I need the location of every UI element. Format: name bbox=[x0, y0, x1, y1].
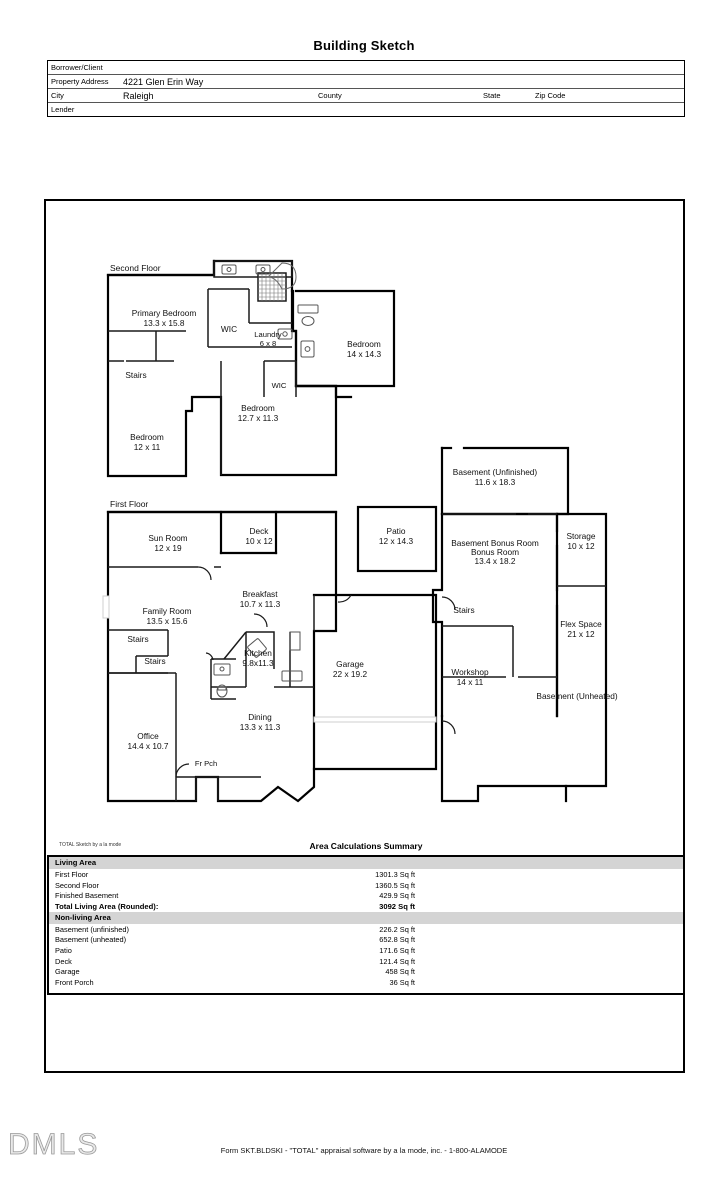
table-row: Patio 171.6 Sq ft bbox=[49, 945, 683, 956]
form-footer-text: Form SKT.BLDSKI - "TOTAL" appraisal soft… bbox=[220, 1146, 508, 1155]
table-row: Second Floor 1360.5 Sq ft bbox=[49, 880, 683, 891]
room-label-bedroom-14: Bedroom 14 x 14.3 bbox=[346, 339, 382, 359]
room-label-basement-unfinished: Basement (Unfinished) 11.6 x 18.3 bbox=[452, 467, 538, 487]
property-info-table: Borrower/Client Property Address 4221 Gl… bbox=[47, 60, 685, 117]
room-label-family-room: Family Room 13.5 x 15.6 bbox=[142, 606, 192, 626]
floorplan-linework bbox=[102, 259, 608, 803]
room-label-wic-primary: WIC bbox=[220, 324, 238, 334]
page-title: Building Sketch bbox=[313, 38, 415, 53]
table-row: Garage 458 Sq ft bbox=[49, 967, 683, 978]
row-label: First Floor bbox=[55, 869, 89, 879]
room-label-stairs-basement: Stairs bbox=[453, 605, 475, 615]
room-label-patio: Patio 12 x 14.3 bbox=[378, 526, 414, 546]
city-label: City bbox=[51, 91, 64, 100]
row-label: Second Floor bbox=[55, 880, 99, 890]
room-label-kitchen: Kitchen 9.8x11.3 bbox=[242, 648, 274, 668]
city-value[interactable]: Raleigh bbox=[123, 90, 154, 101]
lender-label: Lender bbox=[51, 105, 75, 114]
room-label-laundry: Laundry 6 x 8 bbox=[254, 330, 282, 348]
room-label-flex-space: Flex Space 21 x 12 bbox=[560, 619, 602, 639]
room-label-basement-bonus-room: Basement Bonus Room Bonus Room 13.4 x 18… bbox=[451, 538, 539, 567]
section-heading-living-area: Living Area bbox=[49, 857, 683, 869]
total-sketch-credit: TOTAL Sketch by a la mode bbox=[59, 842, 122, 848]
table-row: Lender bbox=[48, 103, 684, 116]
room-label-wic-hall: WIC bbox=[271, 381, 287, 390]
room-label-storage: Storage 10 x 12 bbox=[566, 531, 596, 551]
total-living-area-value: 3092 Sq ft bbox=[379, 901, 415, 911]
row-label: Finished Basement bbox=[55, 891, 119, 901]
room-label-primary-bedroom: Primary Bedroom 13.3 x 15.8 bbox=[131, 308, 197, 328]
table-row: Basement (unheated) 652.8 Sq ft bbox=[49, 934, 683, 945]
dmls-watermark: DMLS bbox=[8, 1128, 100, 1162]
row-label: Basement (unfinished) bbox=[55, 924, 129, 934]
room-label-garage: Garage 22 x 19.2 bbox=[332, 659, 368, 679]
county-label: County bbox=[318, 91, 342, 100]
table-row: Front Porch 36 Sq ft bbox=[49, 977, 683, 988]
table-row-total: Total Living Area (Rounded): 3092 Sq ft bbox=[49, 901, 683, 912]
table-row: Deck 121.4 Sq ft bbox=[49, 956, 683, 967]
state-label: State bbox=[483, 91, 501, 100]
row-value: 36 Sq ft bbox=[389, 978, 415, 988]
room-label-deck: Deck 10 x 12 bbox=[245, 526, 273, 546]
room-label-workshop: Workshop 14 x 11 bbox=[451, 667, 489, 687]
property-address-value[interactable]: 4221 Glen Erin Way bbox=[123, 76, 204, 87]
row-value: 652.8 Sq ft bbox=[379, 935, 415, 945]
row-value: 1360.5 Sq ft bbox=[375, 880, 415, 890]
row-label: Garage bbox=[55, 967, 80, 977]
row-label: Basement (unheated) bbox=[55, 935, 127, 945]
room-label-office: Office 14.4 x 10.7 bbox=[127, 731, 169, 751]
table-row: Finished Basement 429.9 Sq ft bbox=[49, 890, 683, 901]
table-row: Property Address 4221 Glen Erin Way bbox=[48, 75, 684, 89]
table-row: Basement (unfinished) 226.2 Sq ft bbox=[49, 924, 683, 935]
zip-code-label: Zip Code bbox=[535, 91, 566, 100]
row-label: Front Porch bbox=[55, 978, 94, 988]
area-calculations-title: Area Calculations Summary bbox=[309, 841, 423, 851]
row-value: 121.4 Sq ft bbox=[379, 956, 415, 966]
summary-header: TOTAL Sketch by a la mode Area Calculati… bbox=[47, 840, 685, 854]
area-calculations-summary-table: Living Area First Floor 1301.3 Sq ft Sec… bbox=[47, 855, 685, 995]
room-label-basement-unheated: Basement (Unheated) bbox=[536, 691, 618, 701]
room-label-stairs-second: Stairs bbox=[125, 370, 147, 380]
table-row: Borrower/Client bbox=[48, 61, 684, 75]
room-label-breakfast: Breakfast 10.7 x 11.3 bbox=[239, 589, 281, 609]
room-label-front-porch: Fr Pch bbox=[194, 759, 218, 768]
row-value: 429.9 Sq ft bbox=[379, 891, 415, 901]
row-label: Patio bbox=[55, 945, 72, 955]
row-value: 226.2 Sq ft bbox=[379, 924, 415, 934]
table-row: City Raleigh County State Zip Code bbox=[48, 89, 684, 103]
second-floor-caption: Second Floor bbox=[110, 263, 161, 273]
row-label: Deck bbox=[55, 956, 72, 966]
floor-plan-canvas: Second Floor First Floor Primary Bedroom… bbox=[46, 201, 683, 1071]
property-address-label: Property Address bbox=[51, 77, 109, 86]
total-living-area-label: Total Living Area (Rounded): bbox=[55, 901, 159, 911]
room-label-bedroom-12: Bedroom 12 x 11 bbox=[130, 432, 164, 452]
borrower-label: Borrower/Client bbox=[51, 63, 103, 72]
first-floor-caption: First Floor bbox=[110, 499, 149, 509]
room-label-sun-room: Sun Room 12 x 19 bbox=[148, 533, 188, 553]
room-label-stairs-first-lower: Stairs bbox=[144, 656, 166, 666]
row-value: 458 Sq ft bbox=[385, 967, 415, 977]
room-label-stairs-first-upper: Stairs bbox=[127, 634, 149, 644]
section-heading-non-living-area: Non-living Area bbox=[49, 911, 683, 924]
row-value: 1301.3 Sq ft bbox=[375, 869, 415, 879]
table-row: First Floor 1301.3 Sq ft bbox=[49, 869, 683, 880]
row-value: 171.6 Sq ft bbox=[379, 945, 415, 955]
room-label-dining: Dining 13.3 x 11.3 bbox=[239, 712, 281, 732]
room-label-bedroom-127: Bedroom 12.7 x 11.3 bbox=[237, 403, 279, 423]
